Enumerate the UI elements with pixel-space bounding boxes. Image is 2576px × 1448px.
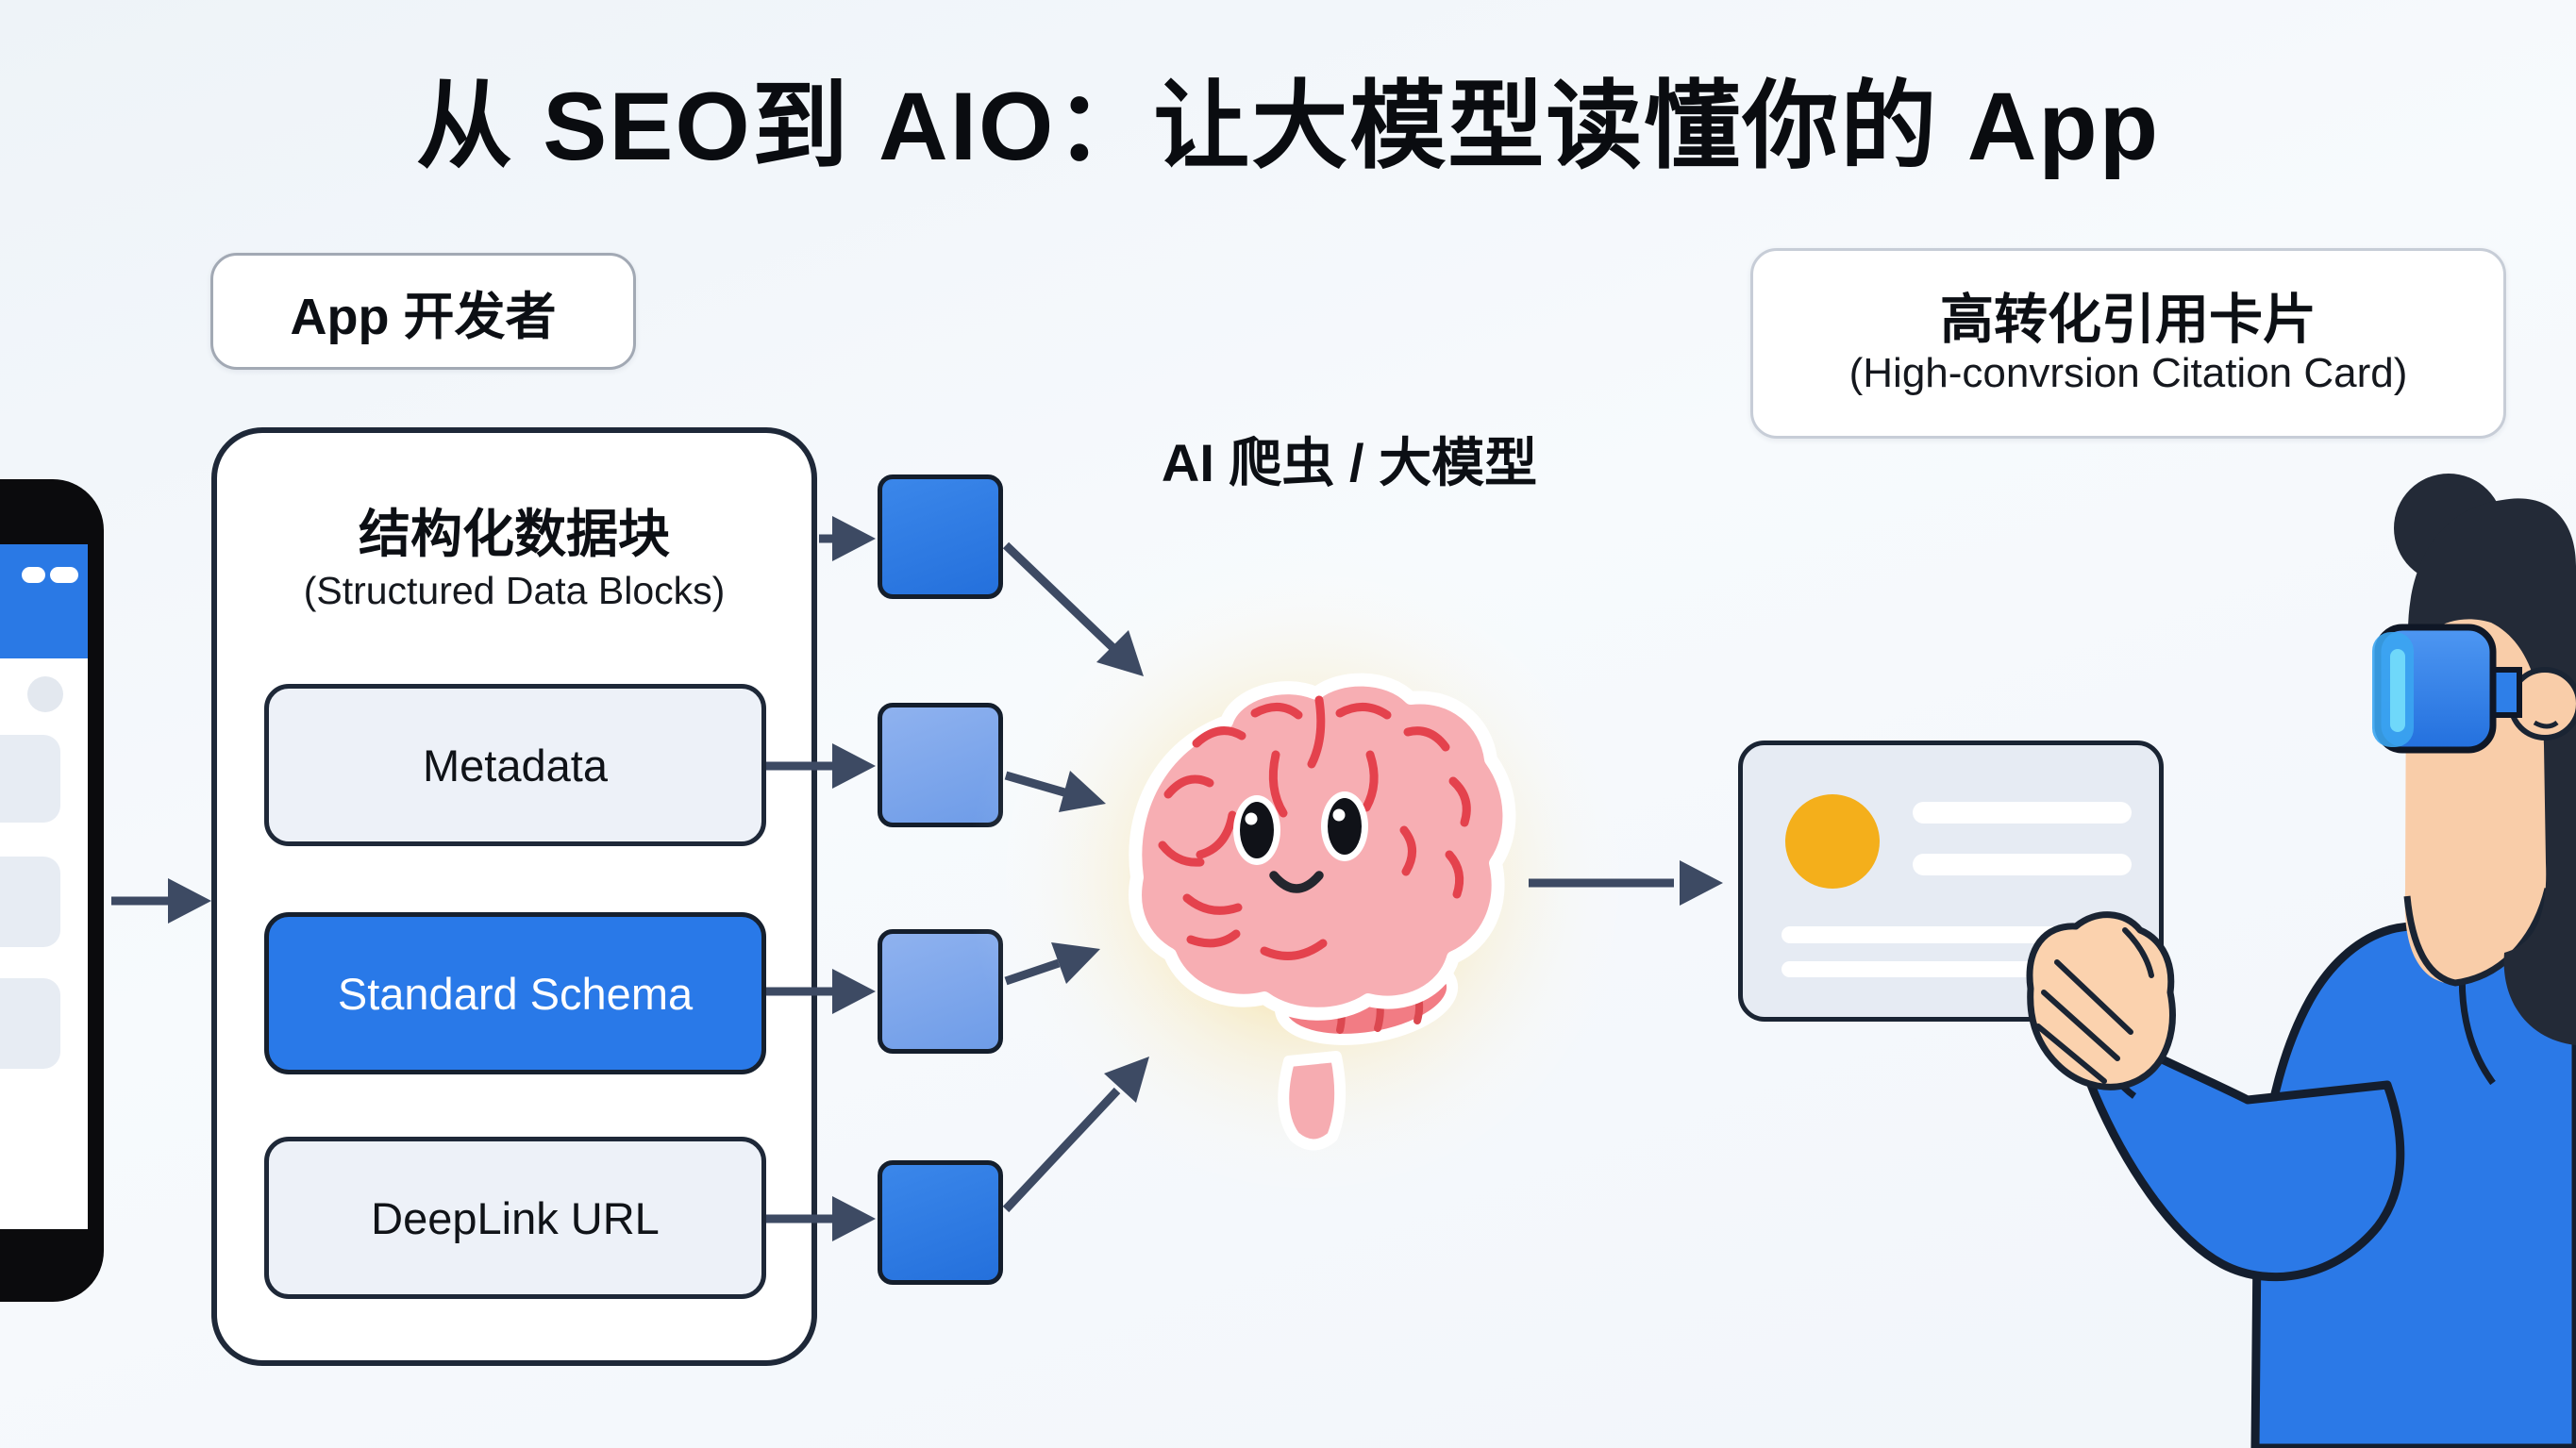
brain-stem	[1278, 1051, 1347, 1151]
person-jaw-line	[2403, 888, 2551, 987]
block-deeplink-url-label: DeepLink URL	[371, 1192, 660, 1243]
block-standard-schema-label: Standard Schema	[337, 968, 694, 1019]
card-text-line	[1913, 854, 2132, 875]
person-body	[2250, 913, 2576, 1448]
block-deeplink-url: DeepLink URL	[264, 1137, 766, 1299]
citation-card-preview	[1738, 741, 2164, 1022]
panel-heading-zh: 结构化数据块	[358, 505, 670, 563]
brain-smile	[1269, 871, 1324, 893]
phone-content-block	[0, 978, 60, 1069]
ai-crawler-label: AI 爬虫 / 大模型	[1161, 433, 1538, 492]
card-text-line	[1913, 802, 2132, 824]
citation-card-badge: 高转化引用卡片 (High-convrsion Citation Card)	[1750, 248, 2506, 439]
brain-eyes	[1233, 791, 1368, 865]
block-metadata-label: Metadata	[423, 740, 608, 791]
card-text-line	[1781, 926, 2133, 943]
phone-avatar-placeholder	[27, 676, 63, 712]
ai-brain-illustration	[1129, 673, 1516, 1151]
phone-mockup	[0, 479, 104, 1302]
brain-glow	[967, 536, 1650, 1219]
goggles-strap	[2484, 667, 2522, 718]
phone-content-block	[0, 857, 60, 947]
app-developer-label: App 开发者	[290, 288, 557, 345]
person-face	[2404, 574, 2548, 984]
brain-folds	[1158, 695, 1471, 960]
brain-cerebellum	[1274, 951, 1459, 1045]
phone-content-block	[0, 735, 60, 823]
person-ear	[2508, 667, 2576, 741]
arrow-brain-to-card	[1529, 860, 1723, 906]
data-packet-square-3	[878, 929, 1003, 1054]
phone-menu-pill	[50, 567, 78, 583]
goggles-front-panel	[2372, 632, 2414, 747]
person-hair-bun	[2394, 474, 2503, 583]
arrow-phone-to-panel	[111, 878, 211, 924]
arrow-packet-1-to-brain	[1002, 541, 1144, 676]
card-avatar-circle	[1785, 794, 1880, 889]
brain-body	[1129, 673, 1516, 1021]
person-hair	[2408, 498, 2576, 1045]
arrow-packet-2-to-brain	[1004, 771, 1106, 812]
data-packet-square-4	[878, 1160, 1003, 1285]
data-packet-square-2	[878, 703, 1003, 827]
data-packet-square-1	[878, 474, 1003, 599]
person-arm	[2079, 1019, 2405, 1282]
citation-card-label-zh: 高转化引用卡片	[1940, 289, 2317, 350]
phone-header-bar	[0, 544, 88, 658]
block-metadata: Metadata	[264, 684, 766, 846]
block-standard-schema: Standard Schema	[264, 912, 766, 1074]
arrow-packet-3-to-brain	[1004, 942, 1100, 986]
phone-menu-pill	[22, 567, 45, 583]
app-developer-badge: App 开发者	[210, 253, 636, 370]
page-title: 从 SEO到 AIO：让大模型读懂你的 App	[415, 73, 2161, 180]
card-text-line	[1781, 961, 2133, 977]
structured-data-blocks-panel: 结构化数据块 (Structured Data Blocks) Metadata…	[211, 427, 817, 1366]
citation-card-label-en: (High-convrsion Citation Card)	[1848, 349, 2408, 396]
arrow-panel-to-packet-1	[819, 516, 876, 561]
vr-goggles	[2374, 624, 2497, 754]
goggles-screen-strip	[2390, 649, 2405, 732]
arrow-packet-4-to-brain	[1002, 1057, 1149, 1213]
panel-heading-en: (Structured Data Blocks)	[303, 569, 726, 612]
